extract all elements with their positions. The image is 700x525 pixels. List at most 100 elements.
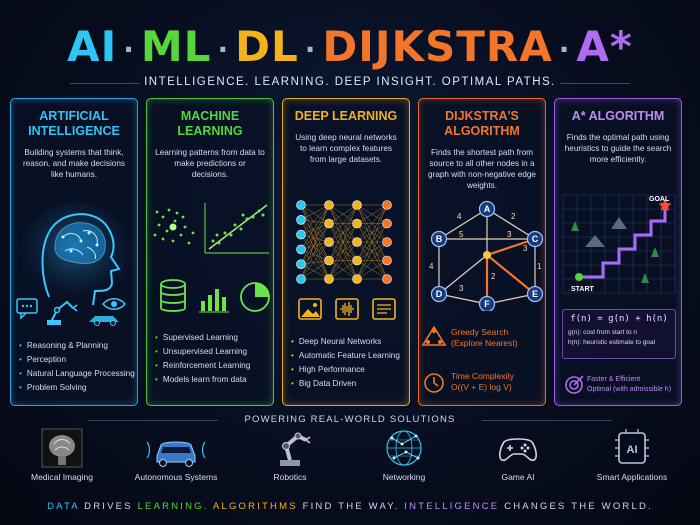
nn-connection: [300, 204, 330, 265]
tagline: INTELLIGENCE. LEARNING. DEEP INSIGHT. OP…: [144, 76, 556, 88]
robot-arm-icon: [280, 432, 311, 466]
astar-efficiency-feature: Faster & Efficient Optimal (with admissi…: [587, 375, 671, 395]
title-dijkstra: DIJKSTRA: [322, 22, 553, 71]
graph-node: F: [484, 299, 490, 309]
nn-node: [382, 218, 392, 229]
list-item: Reinforcement Learning: [155, 359, 269, 373]
neural-network-icon: [296, 200, 392, 284]
list-item: Unsupervised Learning: [155, 345, 269, 359]
graph-node: D: [436, 289, 443, 299]
nn-node: [352, 274, 362, 284]
panel-heading: DIJKSTRA'S ALGORITHM: [444, 109, 520, 138]
panel-description: Learning patterns from data to make pred…: [155, 148, 265, 179]
footer-word: DATA: [47, 501, 80, 512]
panel-heading: ARTIFICIAL INTELLIGENCE: [28, 109, 120, 138]
dl-bullet-list: Deep Neural Networks Automatic Feature L…: [291, 335, 405, 391]
ml-bullet-list: Supervised Learning Unsupervised Learnin…: [155, 331, 269, 387]
nn-node: [324, 200, 334, 210]
nn-node: [352, 200, 362, 210]
edge-weight: 1: [537, 262, 542, 271]
panel-description: Finds the shortest path from source to a…: [428, 148, 536, 190]
nn-connection: [300, 234, 330, 243]
nn-node: [324, 274, 334, 284]
app-autonomous-systems: Autonomous Systems: [131, 428, 221, 482]
nn-connection: [300, 260, 330, 280]
footer-word: CHANGES THE WORLD.: [504, 501, 653, 512]
feature-title: Greedy Search: [451, 327, 509, 337]
nn-connection: [328, 204, 358, 261]
panel-description: Building systems that think, reason, and…: [23, 148, 125, 179]
nn-connection: [300, 204, 330, 261]
panel-description: Finds the optimal path using heuristics …: [564, 133, 672, 164]
nn-connection: [300, 204, 330, 224]
nn-connection: [356, 241, 388, 280]
nn-node: [382, 200, 392, 210]
app-networking: Networking: [359, 428, 449, 482]
nn-node: [296, 274, 306, 284]
panel-deep-learning: DEEP LEARNING Using deep neural networks…: [282, 98, 410, 406]
nn-connection: [356, 260, 388, 280]
media-input-icons: [298, 298, 396, 320]
app-label: Autonomous Systems: [134, 472, 218, 482]
nn-node: [296, 244, 306, 255]
nn-connection: [300, 234, 330, 261]
nn-connection: [328, 204, 358, 224]
app-smart-applications: AI Smart Applications: [587, 428, 677, 482]
panel-machine-learning: MACHINE LEARNING Learning patterns from …: [146, 98, 274, 406]
title-separator: ·: [558, 32, 571, 66]
list-item: High Performance: [291, 363, 405, 377]
feature-subtitle: O((V + E) log V): [451, 382, 512, 392]
footer-word: LEARNING.: [137, 501, 209, 512]
app-label: Medical Imaging: [31, 472, 93, 482]
nn-node: [324, 218, 334, 229]
nn-connection: [328, 260, 358, 280]
footer-word: DRIVES: [84, 501, 133, 512]
globe-network-icon: [386, 430, 422, 466]
g-definition: g(n): cost from start to n: [568, 329, 637, 336]
panel-dijkstra: DIJKSTRA'S ALGORITHM Finds the shortest …: [418, 98, 546, 406]
nn-node: [382, 237, 392, 247]
nn-connection: [300, 223, 330, 250]
title-separator: ·: [304, 32, 317, 66]
ai-chip-icon: AI: [615, 429, 649, 464]
footer-word: FIND THE WAY.: [302, 501, 400, 512]
nn-node: [324, 255, 334, 266]
nn-node: [296, 200, 306, 210]
nn-connection: [300, 223, 330, 265]
nn-connection: [328, 204, 358, 280]
nn-connection: [356, 204, 388, 224]
nn-node: [382, 255, 392, 266]
app-label: Robotics: [273, 472, 307, 482]
title-astar: A*: [576, 22, 633, 71]
feature-title: Faster & Efficient: [587, 376, 641, 383]
nn-node: [296, 229, 306, 240]
nn-connection: [300, 204, 330, 221]
title-ai: AI: [67, 22, 118, 71]
panel-artificial-intelligence: ARTIFICIAL INTELLIGENCE Building systems…: [10, 98, 138, 406]
data-analytics-icons: [160, 279, 270, 313]
app-label: Game AI: [501, 472, 535, 482]
astar-formula: f(n) = g(n) + h(n): [570, 314, 668, 324]
app-medical-imaging: Medical Imaging: [17, 428, 107, 482]
panel-astar: A* ALGORITHM Finds the optimal path usin…: [554, 98, 682, 406]
nn-connection: [300, 204, 330, 235]
gamepad-icon: [499, 438, 537, 462]
svg-text:AI: AI: [627, 444, 638, 456]
nn-connection: [356, 204, 388, 280]
greedy-search-feature: Greedy Search (Explore Nearest): [451, 327, 518, 349]
edge-weight: 3: [507, 230, 512, 239]
nn-node: [352, 255, 362, 266]
brain-scan-icon: [41, 428, 83, 468]
nn-node: [296, 214, 306, 225]
nn-node: [352, 237, 362, 247]
list-item: Natural Language Processing: [19, 367, 135, 381]
panel-heading: MACHINE LEARNING: [177, 109, 243, 138]
nn-connection: [300, 204, 330, 280]
nn-connection: [300, 204, 330, 243]
powering-rule-right: [482, 420, 612, 421]
scatter-plot-icon: [153, 203, 269, 254]
weighted-graph-icon: 4 2 5 3 3 4 2 1 3 A B C D E F: [429, 200, 544, 311]
app-game-ai: Game AI: [473, 428, 563, 482]
edge-weight: 2: [511, 212, 516, 221]
panel-description: Using deep neural networks to learn comp…: [295, 133, 397, 164]
